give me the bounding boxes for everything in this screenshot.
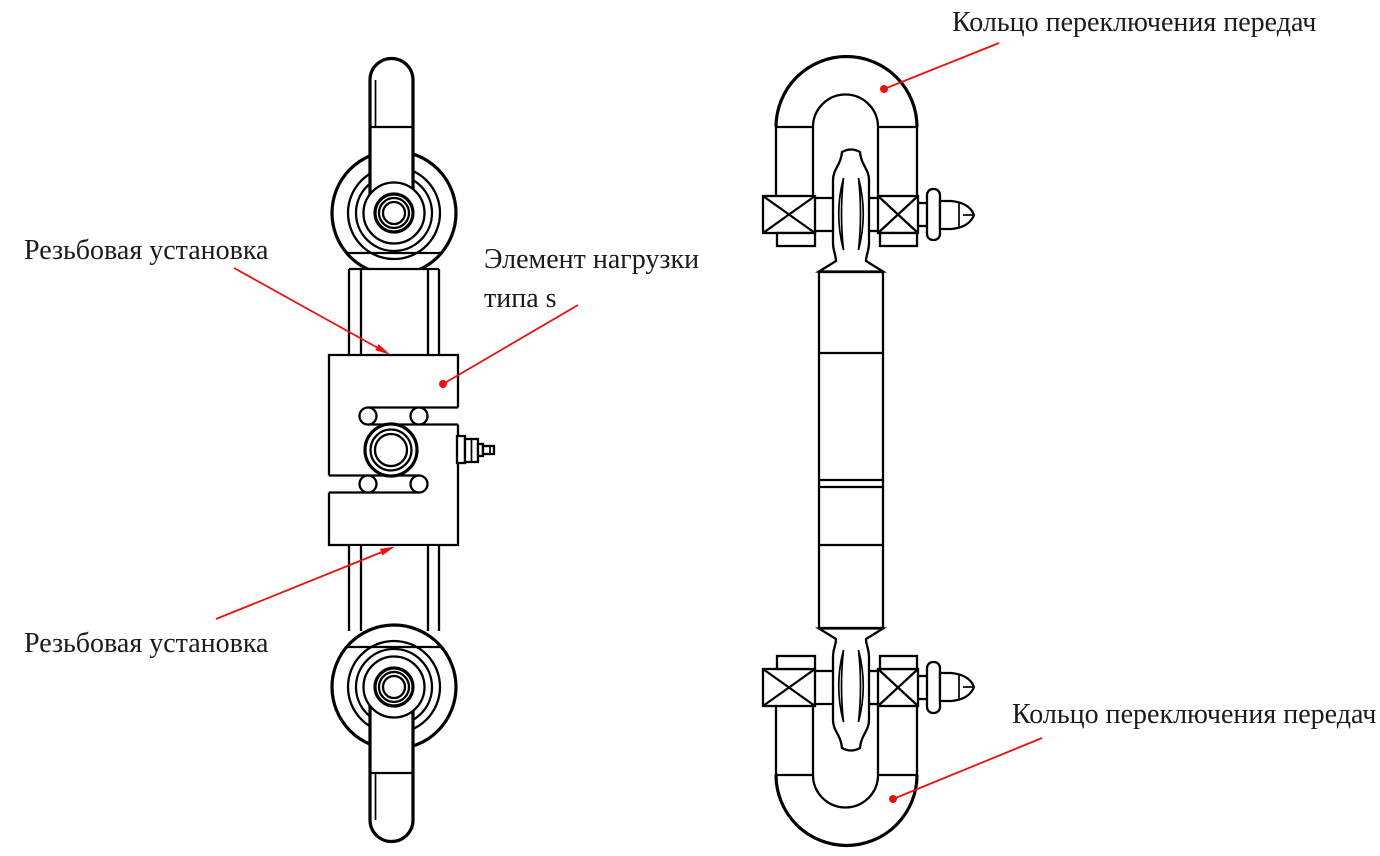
upper-threaded-rod <box>347 267 441 356</box>
label-shackle-top: Кольцо переключения передач <box>952 7 1317 38</box>
leader-shackle-bottom <box>889 737 1043 803</box>
shackle-ear-right <box>876 194 920 248</box>
lower-rod-eye <box>817 627 885 752</box>
s-type-load-cell-body <box>327 353 460 547</box>
shackle-ear-left <box>761 194 817 248</box>
label-load-cell-line1: Элемент нагрузки <box>484 244 700 275</box>
bow-shackle <box>761 54 976 248</box>
bottom-swivel-ring <box>330 623 458 844</box>
sensor-connector <box>455 434 496 465</box>
label-shackle-bottom: Кольцо переключения передач <box>1012 699 1377 730</box>
leader-dot <box>880 85 888 93</box>
rod-eye <box>814 148 888 273</box>
leader-dot <box>439 380 447 388</box>
label-threaded-mount-bottom: Резьбовая установка <box>24 628 269 659</box>
connecting-rod <box>817 270 885 630</box>
lower-threaded-rod <box>347 546 441 631</box>
side-view-assembly <box>761 54 976 848</box>
label-threaded-mount-top: Резьбовая установка <box>24 235 269 266</box>
leader-load-cell <box>439 304 579 388</box>
leader-shackle-top <box>880 42 1000 93</box>
leader-threaded-mount-bottom <box>215 546 395 620</box>
front-view-assembly <box>327 56 496 844</box>
leader-arrowhead <box>375 344 390 355</box>
pin-collar <box>925 187 942 242</box>
label-load-cell-line2: типа s <box>484 283 557 314</box>
shackle-bow-inner <box>811 93 880 128</box>
annotations <box>215 42 1043 803</box>
swivel-ring <box>330 56 458 277</box>
label-load-cell: Элемент нагрузки типа s <box>484 240 699 318</box>
leader-arrowhead <box>379 546 395 556</box>
shackle-bow-outer <box>774 54 919 128</box>
leader-threaded-mount-top <box>233 267 390 355</box>
lifting-ring <box>368 56 415 216</box>
leader-dot <box>889 795 897 803</box>
